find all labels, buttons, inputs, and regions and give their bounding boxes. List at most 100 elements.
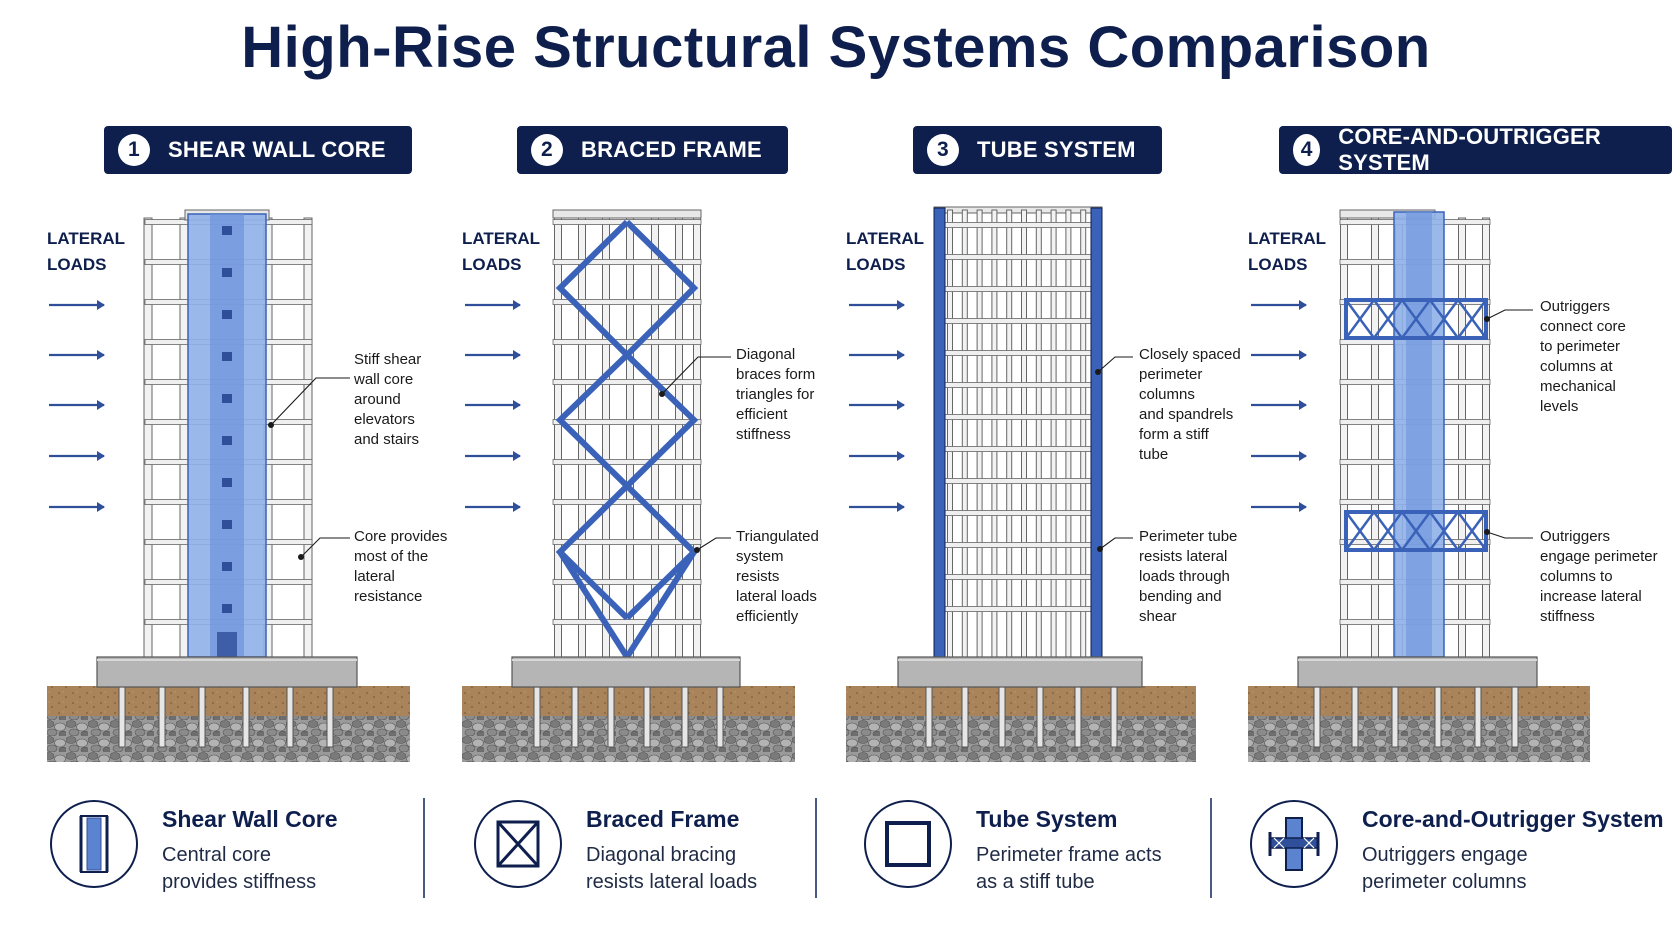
lateral-loads-label: LATERAL LOADS (462, 229, 541, 274)
floor-beam (935, 350, 1101, 356)
perimeter-column (1090, 207, 1103, 658)
callout-leader (300, 537, 350, 558)
badge-label: BRACED FRAME (581, 137, 762, 162)
card-title: Braced Frame (586, 806, 740, 832)
floor-beam (935, 286, 1101, 292)
outrigger-diagonal (1372, 299, 1404, 339)
floor-beam (552, 499, 702, 505)
floor-beam (935, 510, 1101, 516)
core-inner (1406, 212, 1432, 657)
pile (1313, 684, 1321, 748)
callout-dot (1484, 529, 1490, 535)
core-outrigger-icon (1250, 800, 1338, 888)
column (626, 217, 634, 658)
badge-core-and-outrigger: 4 CORE-AND-OUTRIGGER SYSTEM (1279, 124, 1672, 175)
roof-cap (552, 209, 702, 219)
divider (815, 798, 817, 898)
column (1021, 209, 1027, 658)
foundation-slab (897, 656, 1143, 688)
badge-label: TUBE SYSTEM (977, 137, 1136, 162)
column (947, 209, 953, 658)
floor-beam (935, 574, 1101, 580)
foundation-slab (96, 656, 358, 688)
outrigger-diagonal (1428, 511, 1460, 551)
outrigger-diagonal (1400, 511, 1432, 551)
pile (1511, 684, 1519, 748)
perimeter-column (933, 207, 946, 658)
floor-beam (552, 379, 702, 385)
floor-beam (935, 382, 1101, 388)
pile (1074, 684, 1082, 748)
floor-beam (552, 259, 702, 265)
column (1482, 217, 1490, 658)
foundation-ground (846, 656, 1196, 762)
floor-beam (935, 606, 1101, 612)
callout-dot (1095, 369, 1101, 375)
pile (1110, 684, 1118, 748)
diagonal-brace (624, 550, 697, 659)
floor-beam (552, 339, 702, 345)
core-opening (222, 226, 232, 235)
core-opening (222, 268, 232, 277)
callout-core-stiff: Stiff shear wall core around elevators a… (354, 351, 422, 448)
pile (242, 684, 250, 748)
gravel-layer (1248, 716, 1590, 762)
callout-triangulated: Triangulated system resists lateral load… (736, 528, 819, 625)
callout-core-resistance: Core provides most of the lateral resist… (354, 528, 448, 605)
floor-beam (935, 414, 1101, 420)
core-opening (222, 478, 232, 487)
callout-perimeter-tube: Perimeter tube resists lateral loads thr… (1139, 528, 1238, 625)
number-badge: 3 (927, 134, 959, 166)
column (1340, 217, 1348, 658)
card-description: Outriggers engage perimeter columns (1362, 844, 1528, 893)
gravel-layer (846, 716, 1196, 762)
column (1065, 209, 1072, 658)
gravel-layer (47, 716, 410, 762)
floor-beam (935, 318, 1101, 324)
callout-diagonal-braces: Diagonal braces form triangles for effic… (736, 346, 816, 443)
core-opening (222, 520, 232, 529)
callout-leader (696, 537, 731, 551)
tube-system-icon (864, 800, 952, 888)
pile (1474, 684, 1482, 748)
floor-beam (935, 222, 1101, 228)
column (1080, 209, 1087, 658)
callout-leader (1486, 309, 1533, 320)
core-opening (222, 562, 232, 571)
page-title: High-Rise Structural Systems Comparison (241, 15, 1431, 80)
foundation-ground (47, 656, 410, 762)
callout-dot (659, 391, 665, 397)
callout-leader (1486, 531, 1533, 539)
soil-layer (462, 686, 795, 716)
lateral-loads-label: LATERAL LOADS (1248, 229, 1327, 274)
column (1006, 209, 1013, 658)
floor-beam (935, 254, 1101, 260)
column (1035, 209, 1042, 658)
building-tube-system (849, 206, 1133, 658)
core-inner (210, 214, 244, 657)
pile (716, 684, 724, 748)
callout-dot (1484, 316, 1490, 322)
pile (1036, 684, 1044, 748)
outrigger-diagonal (1344, 511, 1376, 551)
divider (423, 798, 425, 898)
card-description: Diagonal bracing resists lateral loads (586, 844, 758, 893)
soil-layer (846, 686, 1196, 716)
foundation-ground (462, 656, 795, 762)
soil-layer (1248, 686, 1590, 716)
braced-frame-icon (474, 800, 562, 888)
callout-leader (270, 377, 350, 426)
pile (198, 684, 206, 748)
callout-dot (268, 422, 274, 428)
floor-beam (935, 542, 1101, 548)
floor-beam (935, 478, 1101, 484)
core-door (217, 632, 237, 657)
column (1458, 217, 1466, 658)
core-opening (222, 310, 232, 319)
pile (961, 684, 969, 748)
badge-label: CORE-AND-OUTRIGGER SYSTEM (1338, 124, 1601, 175)
outrigger-diagonal (1400, 299, 1432, 339)
core-opening (222, 604, 232, 613)
pile (533, 684, 541, 748)
